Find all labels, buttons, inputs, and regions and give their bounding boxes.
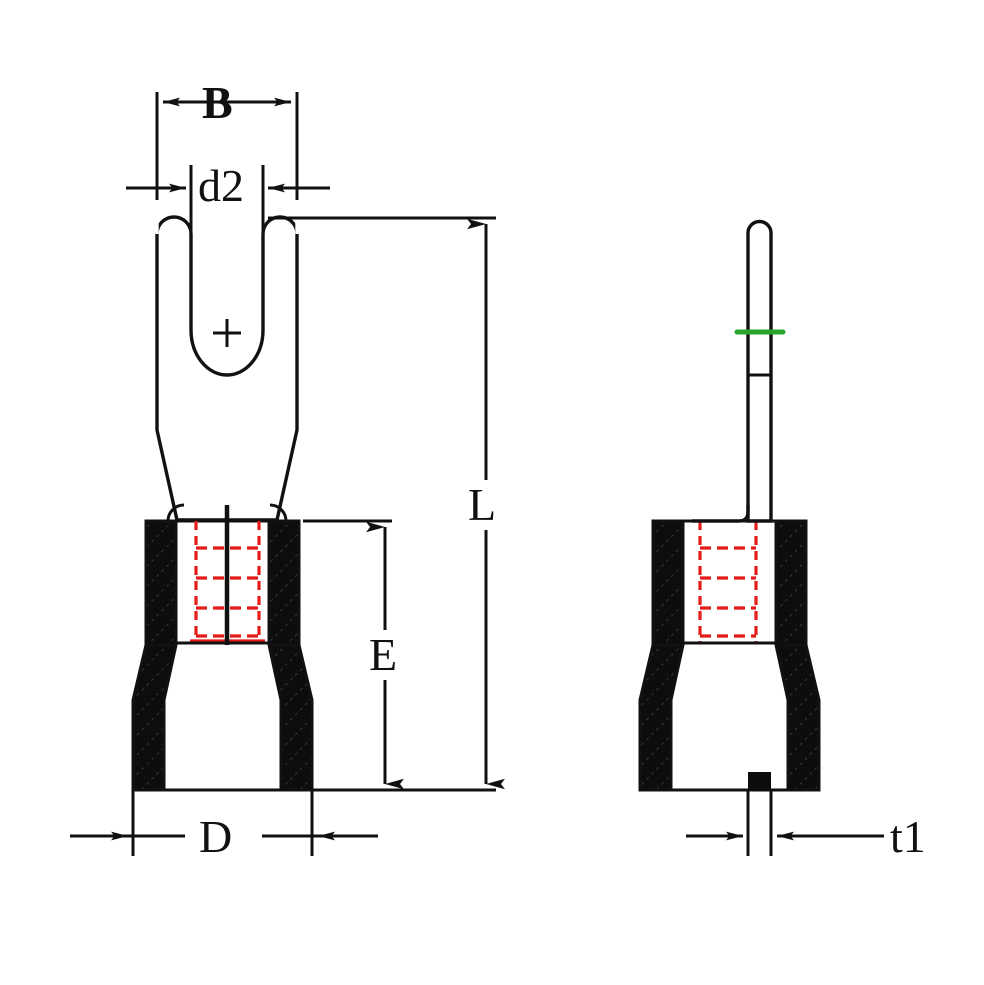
- insulation-sleeve-side: [638, 519, 821, 792]
- insulation-sleeve-front: [131, 519, 314, 792]
- dimension-d: [70, 790, 378, 856]
- dimension-e: [303, 519, 404, 792]
- dimension-label-e: E: [369, 629, 398, 680]
- fork-tongue-front: [155, 215, 299, 522]
- dimension-label-d2: d2: [198, 160, 244, 211]
- dimension-b: [155, 92, 299, 200]
- dimension-label-b: B: [202, 77, 233, 128]
- tongue-sleeve-fillet-front: [166, 503, 288, 522]
- wire-barrel-side: [698, 521, 758, 644]
- front-view: [131, 215, 314, 792]
- tongue-blade-side: [692, 219, 773, 523]
- dimension-label-l: L: [468, 479, 497, 530]
- dimension-label-d: D: [199, 811, 233, 862]
- center-cross-mark: [213, 319, 241, 347]
- side-view: [638, 219, 821, 792]
- dimension-label-t1: t1: [890, 811, 926, 862]
- dimension-t1: [640, 772, 884, 856]
- dimension-d2: [126, 165, 330, 245]
